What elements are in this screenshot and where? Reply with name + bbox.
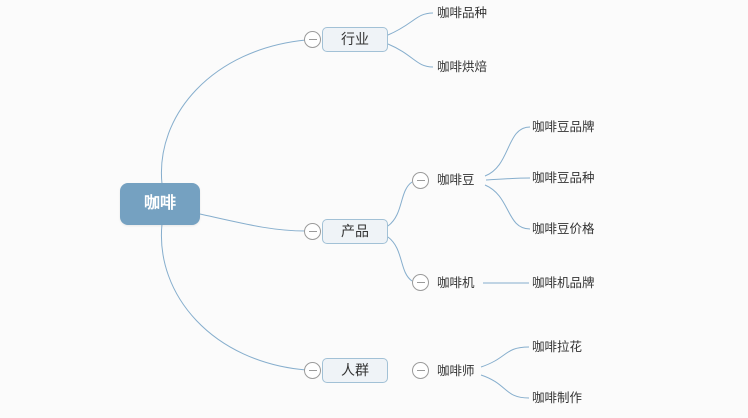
root-node-coffee[interactable]: 咖啡 <box>120 183 200 225</box>
leaf-node-coffee-variety[interactable]: 咖啡品种 <box>437 6 488 20</box>
sub-node-barista[interactable]: 咖啡师 <box>437 364 475 378</box>
edge-barista-latte <box>480 346 530 368</box>
minus-glyph <box>308 370 317 371</box>
leaf-node-coffee-making[interactable]: 咖啡制作 <box>532 391 583 405</box>
collapse-icon-bean[interactable] <box>412 172 429 189</box>
edge-root-product <box>199 213 307 232</box>
collapse-icon-product[interactable] <box>304 223 321 240</box>
collapse-icon-people[interactable] <box>304 362 321 379</box>
edge-bean-type <box>485 177 531 181</box>
edge-product-machine <box>387 236 413 282</box>
leaf-node-bean-brand[interactable]: 咖啡豆品牌 <box>532 120 595 134</box>
leaf-node-bean-price[interactable]: 咖啡豆价格 <box>532 222 595 236</box>
leaf-node-latte-art[interactable]: 咖啡拉花 <box>532 340 583 354</box>
edge-bean-price <box>484 184 531 230</box>
collapse-icon-industry[interactable] <box>304 31 321 48</box>
branch-node-industry[interactable]: 行业 <box>322 27 388 52</box>
edge-root-industry <box>160 39 307 185</box>
minus-glyph <box>416 282 425 283</box>
leaf-node-machine-brand[interactable]: 咖啡机品牌 <box>532 276 595 290</box>
collapse-icon-machine[interactable] <box>412 274 429 291</box>
edge-industry-variety <box>387 12 434 36</box>
minus-glyph <box>416 370 425 371</box>
edge-industry-roast <box>387 43 434 68</box>
branch-node-product[interactable]: 产品 <box>322 219 388 244</box>
edge-bean-brand <box>484 126 531 177</box>
minus-glyph <box>308 39 317 40</box>
leaf-node-bean-type[interactable]: 咖啡豆品种 <box>532 171 595 185</box>
edge-product-bean <box>387 181 413 227</box>
collapse-icon-barista[interactable] <box>412 362 429 379</box>
minus-glyph <box>416 180 425 181</box>
edge-root-people <box>160 223 307 371</box>
branch-node-people[interactable]: 人群 <box>322 358 388 383</box>
sub-node-coffee-machine[interactable]: 咖啡机 <box>437 276 475 290</box>
edge-barista-making <box>480 374 530 399</box>
minus-glyph <box>308 231 317 232</box>
leaf-node-coffee-roast[interactable]: 咖啡烘焙 <box>437 60 488 74</box>
sub-node-coffee-bean[interactable]: 咖啡豆 <box>437 173 475 187</box>
